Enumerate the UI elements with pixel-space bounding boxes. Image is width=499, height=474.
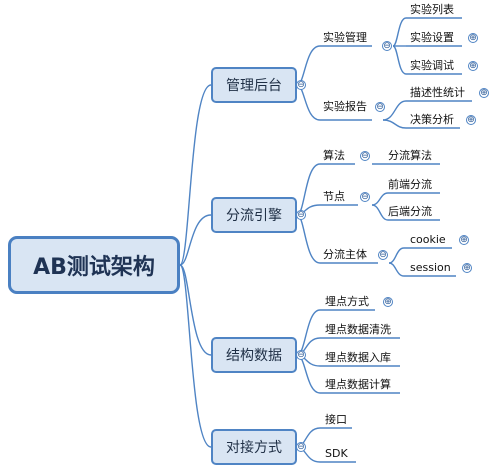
branch-management-console[interactable]: 管理后台 — [211, 67, 297, 103]
expand-toggle-icon[interactable]: ⊕ — [468, 61, 478, 71]
node-backend-split[interactable]: 后端分流 — [388, 205, 432, 218]
expand-toggle-icon[interactable]: ⊕ — [479, 88, 489, 98]
expand-toggle-icon[interactable]: ⊕ — [468, 33, 478, 43]
node-experiment-debug[interactable]: 实验调试 — [410, 59, 454, 72]
collapse-toggle-icon[interactable]: ⊖ — [296, 210, 306, 220]
expand-toggle-icon[interactable]: ⊕ — [459, 235, 469, 245]
node-node[interactable]: 节点 — [323, 190, 345, 203]
expand-toggle-icon[interactable]: ⊕ — [383, 297, 393, 307]
node-experiment-management[interactable]: 实验管理 — [323, 31, 367, 44]
node-tracking-data-computation[interactable]: 埋点数据计算 — [325, 378, 391, 391]
node-api[interactable]: 接口 — [325, 413, 347, 426]
collapse-toggle-icon[interactable]: ⊖ — [378, 250, 388, 260]
node-tracking-method[interactable]: 埋点方式 — [325, 295, 369, 308]
node-frontend-split[interactable]: 前端分流 — [388, 178, 432, 191]
node-experiment-settings[interactable]: 实验设置 — [410, 31, 454, 44]
node-split-algorithm[interactable]: 分流算法 — [388, 149, 432, 162]
node-experiment-list[interactable]: 实验列表 — [410, 3, 454, 16]
collapse-toggle-icon[interactable]: ⊖ — [296, 442, 306, 452]
collapse-toggle-icon[interactable]: ⊖ — [375, 102, 385, 112]
expand-toggle-icon[interactable]: ⊕ — [462, 263, 472, 273]
branch-traffic-engine[interactable]: 分流引擎 — [211, 197, 297, 233]
branch-integration[interactable]: 对接方式 — [211, 429, 297, 465]
collapse-toggle-icon[interactable]: ⊖ — [296, 350, 306, 360]
node-experiment-report[interactable]: 实验报告 — [323, 100, 367, 113]
collapse-toggle-icon[interactable]: ⊖ — [382, 41, 392, 51]
collapse-toggle-icon[interactable]: ⊖ — [360, 192, 370, 202]
node-decision-analysis[interactable]: 决策分析 — [410, 113, 454, 126]
root-node[interactable]: AB测试架构 — [8, 236, 180, 294]
node-sdk[interactable]: SDK — [325, 447, 348, 460]
collapse-toggle-icon[interactable]: ⊖ — [360, 151, 370, 161]
expand-toggle-icon[interactable]: ⊕ — [466, 115, 476, 125]
node-session[interactable]: session — [410, 261, 451, 274]
branch-structured-data[interactable]: 结构数据 — [211, 337, 297, 373]
node-tracking-data-storage[interactable]: 埋点数据入库 — [325, 351, 391, 364]
node-tracking-data-cleaning[interactable]: 埋点数据清洗 — [325, 323, 391, 336]
node-descriptive-statistics[interactable]: 描述性统计 — [410, 86, 465, 99]
collapse-toggle-icon[interactable]: ⊖ — [296, 80, 306, 90]
node-algorithm[interactable]: 算法 — [323, 149, 345, 162]
node-split-subject[interactable]: 分流主体 — [323, 248, 367, 261]
node-cookie[interactable]: cookie — [410, 233, 446, 246]
